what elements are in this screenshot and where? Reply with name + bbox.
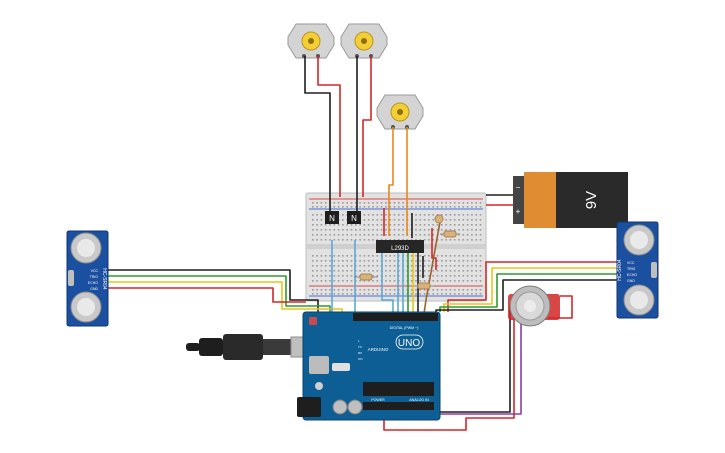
- arduino-logo: ARDUINO: [368, 347, 389, 352]
- resistor-2: [440, 230, 460, 238]
- battery-plus: +: [516, 207, 521, 216]
- l293d-label: L293D: [391, 246, 409, 252]
- arduino-led-on: ON: [358, 357, 363, 361]
- transistor-2-label: N: [351, 214, 357, 223]
- dc-motor-2: [340, 23, 388, 59]
- arduino-digital-header: DIGITAL (PWM ~): [390, 326, 419, 330]
- arduino-uno: DIGITAL (PWM ~) ARDUINO UNO L TX RX ON P…: [297, 311, 441, 421]
- ultrasonic-sensor-left: HC-SR04 VCC TRIG ECHO GND: [66, 230, 109, 327]
- arduino-led-l: L: [358, 339, 360, 343]
- potentiometer: [434, 214, 444, 224]
- sensor-left-pin-echo: ECHO: [88, 281, 98, 285]
- resistor-3: [414, 282, 434, 290]
- reset-button[interactable]: [309, 317, 317, 325]
- ultrasonic-sensor-right: HC-SR04 VCC TRIG ECHO GND: [616, 221, 659, 319]
- sensor-left-pin-gnd: GND: [90, 287, 98, 291]
- sensor-right-pin-echo: ECHO: [627, 273, 637, 277]
- arduino-power-header: POWER: [371, 398, 385, 402]
- usb-cable: [186, 334, 312, 360]
- arduino-led-tx: TX: [358, 345, 362, 349]
- arduino-led-rx: RX: [358, 351, 362, 355]
- battery-9v: 9V − +: [513, 172, 628, 228]
- sensor-right-pin-vcc: VCC: [627, 261, 635, 265]
- sensor-left-model: HC-SR04: [101, 268, 107, 290]
- sensor-left-pin-trig: TRIG: [90, 275, 99, 279]
- wires: [103, 56, 619, 431]
- resistor-1: [354, 273, 378, 281]
- sensor-left-pin-vcc: VCC: [91, 269, 99, 273]
- dc-motor-3: [376, 94, 424, 130]
- sensor-right-pin-gnd: GND: [627, 279, 635, 283]
- l293d-chip: L293D: [376, 240, 424, 253]
- battery-label: 9V: [583, 191, 600, 209]
- sensor-right-pin-trig: TRIG: [627, 267, 636, 271]
- battery-minus: −: [516, 183, 521, 192]
- arduino-model: UNO: [398, 338, 420, 349]
- transistor-1: N: [325, 211, 339, 224]
- gas-sensor: [508, 285, 560, 327]
- arduino-analog-header: ANALOG IN: [409, 398, 429, 402]
- dc-motor-1: [287, 23, 335, 59]
- sensor-right-model: HC-SR04: [617, 259, 623, 281]
- transistor-1-label: N: [329, 214, 335, 223]
- transistor-2: N: [347, 211, 361, 224]
